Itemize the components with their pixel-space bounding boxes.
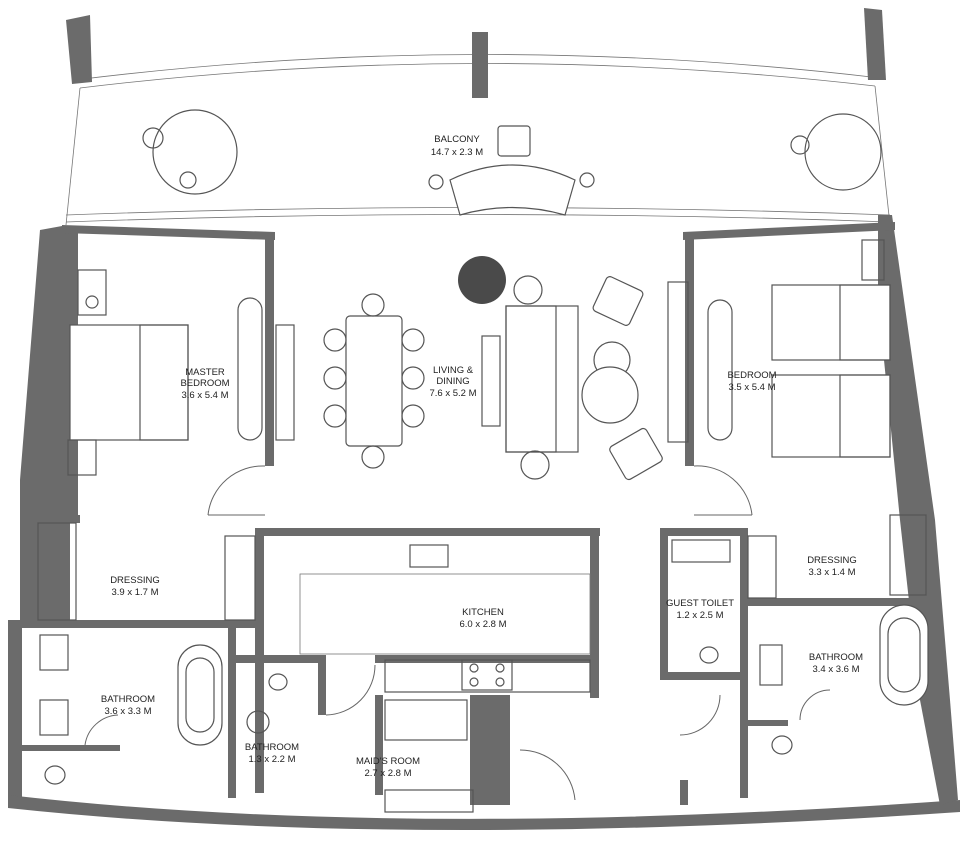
- bedroom-label: BEDROOM: [727, 370, 776, 381]
- balcony-label: BALCONY: [434, 134, 480, 145]
- dressing-right-label: DRESSING: [807, 555, 857, 566]
- coffee-table: [581, 366, 639, 424]
- balcony-area: [65, 8, 891, 226]
- kitchen-sink: [409, 544, 449, 568]
- interior-walls: [20, 236, 933, 805]
- dining-table: [345, 315, 403, 447]
- dressing-left-size: 3.9 x 1.7 M: [112, 587, 159, 598]
- bathroom-fixtures: [39, 539, 929, 785]
- bed-lower: [771, 374, 891, 458]
- living-dining-size: 7.6 x 5.2 M: [430, 388, 477, 399]
- living-sofa: [505, 305, 579, 453]
- maids-room-furniture: [384, 699, 468, 741]
- bathroom-left-size: 3.6 x 3.3 M: [105, 706, 152, 717]
- living-dining-furniture: [323, 256, 689, 481]
- guest-toilet-size: 1.2 x 2.5 M: [677, 610, 724, 621]
- bedroom-size: 3.5 x 5.4 M: [729, 382, 776, 393]
- master-tv-unit: [237, 297, 263, 441]
- toilet-left: [44, 765, 66, 785]
- dressing-right-size: 3.3 x 1.4 M: [809, 567, 856, 578]
- kitchen-size: 6.0 x 2.8 M: [460, 619, 507, 630]
- balcony-round-table-left: [152, 109, 238, 195]
- bathroom-small-label: BATHROOM: [245, 742, 299, 753]
- master-bedroom-label-2: BEDROOM: [180, 378, 229, 389]
- kitchen-label: KITCHEN: [462, 607, 504, 618]
- master-bedroom-size: 3.6 x 5.4 M: [182, 390, 229, 401]
- living-dining-label-1: LIVING &: [433, 365, 474, 376]
- bathroom-right-size: 3.4 x 3.6 M: [813, 664, 860, 675]
- master-bathtub: [177, 644, 223, 746]
- right-bathtub: [879, 604, 929, 706]
- guest-toilet-wc: [699, 646, 719, 664]
- balcony-sofa: [449, 164, 576, 216]
- master-bedroom-furniture: [67, 269, 295, 476]
- bathroom-right-label: BATHROOM: [809, 652, 863, 663]
- dressing-left-label: DRESSING: [110, 575, 160, 586]
- bedroom-furniture: [707, 239, 891, 458]
- door-swings: [84, 465, 831, 801]
- living-dining-label-2: DINING: [436, 376, 469, 387]
- wardrobes: [37, 514, 927, 813]
- master-bedroom-label-1: MASTER: [185, 367, 225, 378]
- round-feature-table: [458, 256, 506, 304]
- maids-room-label: MAID'S ROOM: [356, 756, 420, 767]
- maids-room-size: 2.7 x 2.8 M: [365, 768, 412, 779]
- maids-bed: [384, 699, 468, 741]
- room-labels: BALCONY 14.7 x 2.3 M MASTER BEDROOM 3.6 …: [101, 134, 863, 779]
- master-bed: [69, 324, 189, 441]
- guest-toilet-label: GUEST TOILET: [666, 598, 734, 609]
- bathroom-left-label: BATHROOM: [101, 694, 155, 705]
- balcony-round-table-right: [804, 113, 882, 191]
- bed-upper: [771, 284, 891, 361]
- kitchen-fixtures: [299, 544, 591, 693]
- bathroom-small-size: 1.3 x 2.2 M: [249, 754, 296, 765]
- balcony-size: 14.7 x 2.3 M: [431, 147, 483, 158]
- cooktop: [461, 659, 513, 691]
